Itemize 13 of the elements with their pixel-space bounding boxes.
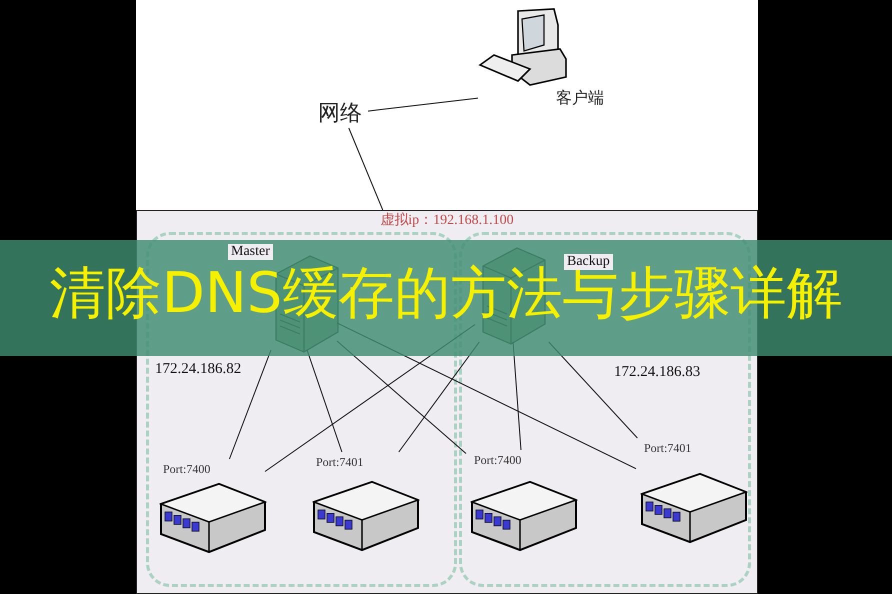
device-label: 客户端	[556, 91, 604, 107]
virtual-ip-label: 虚拟ip：192.168.1.100	[379, 214, 515, 228]
role-label: Master	[228, 244, 273, 260]
port-label: Port:7400	[474, 454, 522, 466]
port-label: Port:7400	[163, 463, 210, 475]
ip-label: 172.24.186.83	[614, 365, 700, 380]
role-label: Backup	[564, 254, 613, 270]
port-label: Port:7401	[644, 442, 692, 454]
connection-line	[348, 128, 384, 210]
port-label: Port:7401	[316, 456, 364, 468]
ip-label: 172.24.186.82	[155, 362, 242, 377]
network-label: 网络	[318, 102, 362, 124]
connection-line	[368, 98, 478, 112]
